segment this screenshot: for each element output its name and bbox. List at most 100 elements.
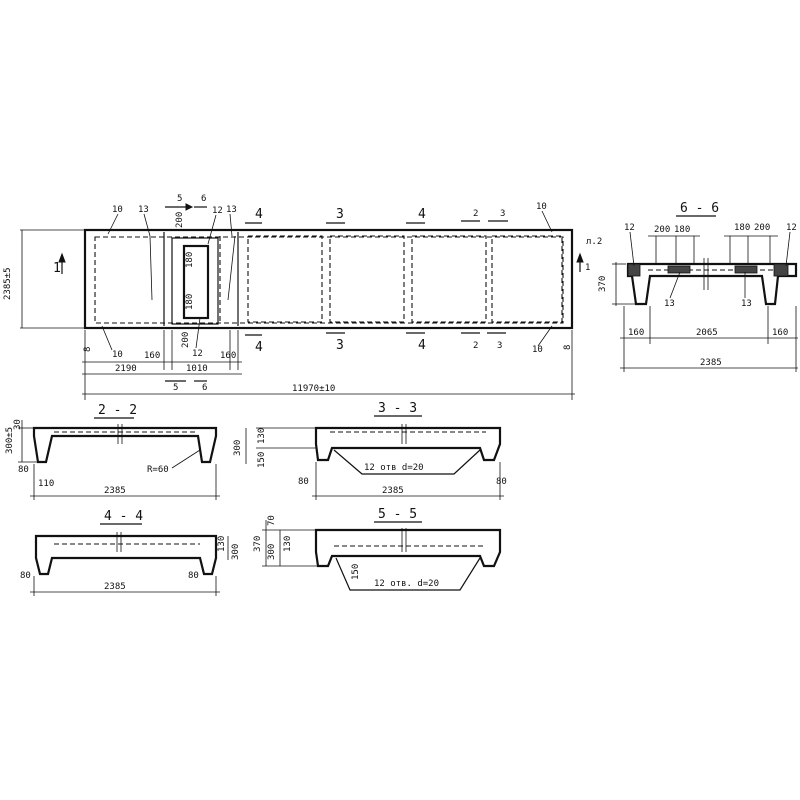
section-3-3-trough bbox=[333, 449, 481, 475]
pos-13-leader-left bbox=[143, 213, 151, 237]
opening-dim-mid-bottom: 180 bbox=[185, 294, 195, 310]
mark-6-top: 6 bbox=[201, 194, 206, 204]
plan-outline bbox=[83, 228, 574, 330]
mark-3-bottom-b: 3 bbox=[497, 341, 502, 351]
plan-view: 2385±5 1 1 л.2 10 10 10 10 13 13 12 12 2… bbox=[3, 194, 602, 400]
section-3-3-overall: 2385 bbox=[382, 486, 404, 496]
section-4-4-profile bbox=[34, 534, 218, 576]
mark-6-bottom: 6 bbox=[202, 383, 207, 393]
mark-2-top: 2 bbox=[473, 209, 478, 219]
section-6-6-dim-top-3: 180 bbox=[734, 223, 750, 233]
section-5-5-slab: 130 bbox=[283, 536, 293, 552]
section-marks-top: 5 6 4 3 4 2 3 bbox=[165, 194, 508, 224]
mark-4-bottom-b: 4 bbox=[418, 338, 426, 353]
section-6-6-pos-12-right: 12 bbox=[786, 223, 797, 233]
section-6-6-dim-bottom-3: 160 bbox=[772, 328, 788, 338]
view-arrow-head bbox=[58, 252, 66, 263]
pos-12-leader-top bbox=[207, 214, 217, 245]
section-2-2-radius-leader bbox=[171, 449, 201, 469]
pos-12-bottom: 12 bbox=[192, 349, 203, 359]
pos-12-top: 12 bbox=[212, 206, 223, 216]
section-2-2-top-dim: 30 bbox=[13, 419, 23, 430]
section-6-6-height: 370 bbox=[598, 276, 608, 292]
section-2-2-height: 300±5 bbox=[5, 427, 15, 454]
mark-4-bottom-a: 4 bbox=[255, 340, 263, 355]
dim-end-part: 2190 bbox=[115, 364, 137, 374]
cell-4 bbox=[491, 235, 563, 323]
section-3-3-profile bbox=[314, 426, 502, 462]
section-6-6-leader-12-l bbox=[629, 231, 635, 267]
section-2-2-title: 2 - 2 bbox=[98, 403, 137, 418]
section-marks-bottom: 4 3 4 2 3 5 6 bbox=[165, 332, 506, 393]
section-3-3-left: 80 bbox=[298, 477, 309, 487]
section-4-4-dim-130: 130 bbox=[217, 536, 227, 552]
pos-12-leader-bottom bbox=[195, 317, 201, 349]
section-5-5-top: 70 bbox=[267, 515, 277, 526]
gap-mark-left: 8 bbox=[83, 347, 93, 352]
section-4-4-title: 4 - 4 bbox=[104, 509, 143, 524]
section-4-4-overall: 2385 bbox=[104, 582, 126, 592]
section-6-6-dim-bottom-1: 160 bbox=[628, 328, 644, 338]
section-6-6-title: 6 - 6 bbox=[680, 201, 719, 216]
section-3-3-slab: 130 bbox=[257, 428, 267, 444]
section-6-6: 6 - 6 12 12 13 13 200 180 180 200 bbox=[598, 201, 798, 372]
cell-3 bbox=[411, 235, 487, 323]
pos-13-right: 13 bbox=[226, 205, 237, 215]
section-3-3-height: 300 bbox=[233, 440, 243, 456]
right-arrow-head bbox=[576, 252, 584, 263]
mark-4-top-b: 4 bbox=[418, 207, 426, 222]
opening-frame bbox=[171, 237, 219, 325]
section-6-6-dim-top-4: 200 bbox=[754, 223, 770, 233]
opening-dim-bottom: 200 bbox=[181, 332, 191, 348]
section-6-6-pos-12-left: 12 bbox=[624, 223, 635, 233]
mark-4-top-a: 4 bbox=[255, 207, 263, 222]
section-6-6-end-right bbox=[773, 263, 789, 277]
pos-10-bottom-right: 10 bbox=[532, 345, 543, 355]
section-2-2-edge: 110 bbox=[38, 479, 54, 489]
dim-rib-right: 160 bbox=[220, 351, 236, 361]
mark-3-bottom-a: 3 bbox=[336, 338, 344, 353]
right-arrow-label: 1 bbox=[585, 263, 590, 273]
rib-leader-2 bbox=[227, 235, 236, 301]
section-4-4: 4 - 4 130 300 80 80 2385 bbox=[20, 509, 241, 596]
section-6-6-leader-12-r bbox=[785, 231, 791, 267]
section-3-3: 3 - 3 12 отв d=20 300 130 150 80 80 2385 bbox=[233, 401, 507, 500]
section-4-4-dim-300: 300 bbox=[231, 544, 241, 560]
mark-5-top-head bbox=[185, 203, 194, 211]
section-5-5-height: 370 bbox=[253, 536, 263, 552]
section-6-6-pos-13-right: 13 bbox=[741, 299, 752, 309]
section-3-3-haunch: 150 bbox=[257, 452, 267, 468]
dim-opening: 1010 bbox=[186, 364, 208, 374]
opening bbox=[182, 244, 210, 320]
sheet-ref-label: л.2 bbox=[586, 237, 602, 247]
section-3-3-right: 80 bbox=[496, 477, 507, 487]
pos-10-leader-2 bbox=[541, 210, 553, 233]
section-2-2-overall: 2385 bbox=[104, 486, 126, 496]
section-6-6-pos-13-left: 13 bbox=[664, 299, 675, 309]
pos-10-leader-3 bbox=[101, 325, 113, 351]
mark-3-top-b: 3 bbox=[500, 209, 505, 219]
pos-10-top-left: 10 bbox=[112, 205, 123, 215]
section-6-6-overall: 2385 bbox=[700, 358, 722, 368]
section-6-6-dim-top-2: 180 bbox=[674, 225, 690, 235]
cell-2 bbox=[329, 235, 405, 323]
pos-10-bottom-left: 10 bbox=[112, 350, 123, 360]
section-5-5-profile bbox=[314, 528, 502, 568]
rib-leader-1 bbox=[149, 235, 153, 301]
dim-overall-length: 11970±10 bbox=[292, 384, 335, 394]
section-2-2-rib: 80 bbox=[18, 465, 29, 475]
pos-13-leader-right bbox=[229, 213, 233, 237]
cell-1 bbox=[247, 235, 323, 323]
section-5-5-holes: 12 отв. d=20 bbox=[374, 579, 439, 589]
plan-inner-contour bbox=[94, 236, 564, 324]
view-arrow-label: 1 bbox=[53, 261, 61, 276]
section-2-2: 2 - 2 30 300±5 80 110 R=60 2385 bbox=[5, 403, 220, 500]
section-6-6-dim-bottom-2: 2065 bbox=[696, 328, 718, 338]
mark-2-bottom: 2 bbox=[473, 341, 478, 351]
pos-10-top-right: 10 bbox=[536, 202, 547, 212]
mark-3-top-a: 3 bbox=[336, 207, 344, 222]
section-5-5: 5 - 5 12 отв. d=20 150 70 370 300 130 bbox=[253, 507, 502, 591]
pos-10-leader-1 bbox=[107, 213, 119, 235]
section-6-6-dim-top-1: 200 bbox=[654, 225, 670, 235]
section-5-5-title: 5 - 5 bbox=[378, 507, 417, 522]
